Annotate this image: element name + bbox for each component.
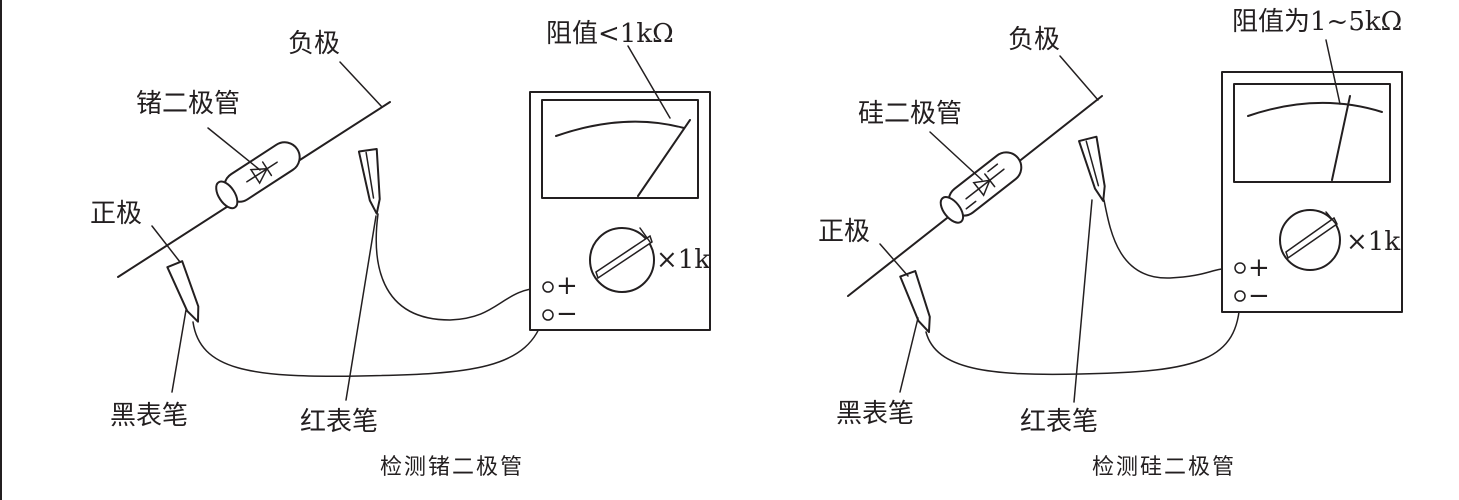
red-probe-label: 红表笔	[1020, 407, 1098, 437]
caption: 检测硅二极管	[1092, 455, 1236, 480]
positive-label: 正极	[90, 199, 142, 229]
range-knob-icon[interactable]	[589, 227, 655, 293]
black-probe-leader	[171, 309, 187, 393]
negative-label: 负极	[1008, 25, 1060, 55]
diode-leader	[929, 131, 983, 181]
plus-terminal[interactable]	[1234, 262, 1246, 274]
range-label: ×1k	[1346, 227, 1400, 257]
germanium-diode	[215, 141, 301, 210]
positive-leader	[151, 225, 181, 263]
minus-label: −	[1248, 281, 1270, 311]
range-label: ×1k	[656, 245, 710, 275]
black-probe-label: 黑表笔	[110, 401, 188, 431]
negative-leader	[1059, 55, 1099, 101]
germanium-diagram	[117, 45, 711, 401]
reading-leader	[627, 45, 671, 119]
diode-leader	[207, 127, 261, 171]
minus-terminal[interactable]	[1234, 290, 1246, 302]
black-wire	[192, 314, 545, 378]
red-probe-label: 红表笔	[300, 407, 378, 437]
black-wire	[925, 299, 1241, 376]
meter-needle	[1331, 95, 1351, 181]
black-probe	[899, 270, 931, 334]
black-probe-leader	[899, 317, 919, 393]
reading-label: 阻值<1kΩ	[546, 19, 674, 49]
plus-terminal[interactable]	[542, 281, 554, 293]
plus-label: +	[1248, 253, 1270, 283]
minus-terminal[interactable]	[542, 309, 554, 321]
red-wire	[1103, 199, 1237, 279]
red-probe-leader	[345, 215, 377, 401]
reading-leader	[1325, 39, 1341, 105]
negative-leader	[339, 61, 383, 108]
meter-needle	[637, 119, 691, 197]
reading-label: 阻值为1~5kΩ	[1232, 7, 1402, 37]
black-probe-label: 黑表笔	[836, 399, 914, 429]
silicon-diode	[939, 151, 1023, 224]
diode-label: 硅二极管	[858, 99, 962, 129]
negative-label: 负极	[288, 29, 340, 59]
range-knob-icon[interactable]	[1279, 209, 1341, 271]
positive-leader	[879, 243, 909, 277]
silicon-meter	[1221, 39, 1403, 313]
plus-label: +	[556, 271, 578, 301]
red-probe	[357, 148, 381, 215]
red-wire	[375, 213, 545, 321]
germanium-meter	[529, 45, 711, 331]
caption: 检测锗二极管	[380, 455, 524, 480]
red-probe	[1078, 135, 1106, 202]
black-probe	[166, 260, 200, 323]
positive-label: 正极	[818, 217, 870, 247]
silicon-diagram	[847, 39, 1403, 403]
diode-label: 锗二极管	[136, 89, 240, 119]
red-probe-leader	[1073, 199, 1093, 403]
left-border	[0, 0, 2, 500]
minus-label: −	[556, 299, 578, 329]
